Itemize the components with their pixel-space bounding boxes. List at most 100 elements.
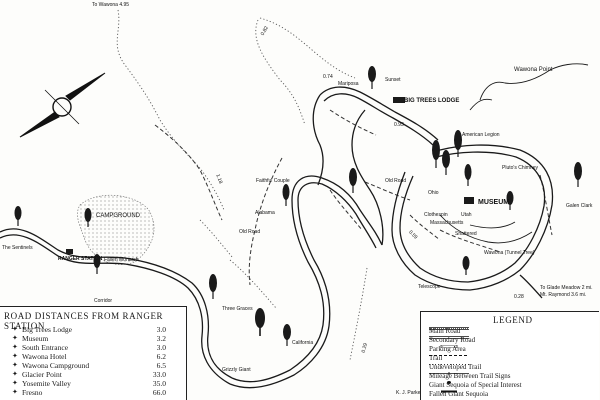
label-massachusetts: Massachusetts — [430, 220, 464, 226]
distance-value: 6.2 — [156, 352, 166, 361]
label-museum: MUSEUM — [478, 199, 510, 206]
ranger-station-icon — [66, 249, 73, 254]
trail-distance-0-74: 0.74 — [323, 74, 333, 80]
distance-label: Glacier Point — [22, 370, 62, 379]
label-ohio: Ohio — [428, 190, 439, 196]
secondary-road-symbol-icon — [429, 336, 469, 339]
lodge-building-icon — [393, 97, 405, 103]
trail-distance-0-93: 0.93 — [394, 122, 404, 128]
legend-title: LEGEND — [493, 315, 533, 325]
legend-row: Trail — [429, 354, 599, 362]
sequoia-icon — [93, 254, 101, 274]
distance-label: South Entrance — [22, 343, 69, 352]
sequoia-icon — [464, 164, 472, 186]
label-galen-clark: Galen Clark — [566, 203, 593, 209]
legend-row: Secondary Road — [429, 336, 599, 344]
legend-label: Fallen Giant Sequoia — [429, 390, 489, 398]
label-old-road-1: Old Road — [239, 229, 261, 235]
legend-row: Parking Area — [429, 345, 599, 353]
sequoia-icon — [454, 130, 462, 157]
label-telescope: Telescope — [418, 284, 441, 290]
distance-row: ✦ Museum 3.2 — [12, 334, 180, 343]
label-old-road-2: Old Road — [385, 178, 407, 184]
distance-label: Yosemite Valley — [22, 379, 71, 388]
label-utah: Utah — [461, 212, 472, 218]
distance-marker-icon: ✦ — [12, 388, 18, 396]
legend-row: Main Road — [429, 327, 599, 335]
sequoia-symbol-icon — [447, 381, 451, 384]
legend-row: Giant Sequoia of Special Interest — [429, 381, 599, 389]
compass-rose-icon — [19, 72, 106, 138]
label-plutos-chimney: Pluto's Chimney — [502, 165, 538, 171]
distance-value: 3.2 — [156, 334, 166, 343]
sequoia-icons — [14, 66, 582, 346]
sequoia-icon — [574, 162, 582, 187]
distance-value: 6.5 — [156, 361, 166, 370]
label-artist-signature: K. J. Parker — [396, 390, 423, 396]
distance-value: 35.0 — [152, 379, 166, 388]
distance-row: ✦ Glacier Point 33.0 — [12, 370, 180, 379]
distance-label: Big Trees Lodge — [22, 325, 73, 334]
legend-label: Giant Sequoia of Special Interest — [429, 381, 522, 389]
distance-label: Wawona Hotel — [22, 352, 67, 361]
label-american-legion: American Legion — [462, 132, 500, 138]
label-three-graces: Three Graces — [222, 306, 253, 312]
sequoia-icon — [506, 191, 514, 210]
distance-marker-icon: ✦ — [12, 325, 18, 333]
label-mariposa: Mariposa — [338, 81, 359, 87]
legend-panel: LEGEND Main Road Secondary Road Parking … — [420, 311, 599, 400]
distance-marker-icon: ✦ — [12, 379, 18, 387]
main-roads — [0, 86, 554, 389]
label-grizzly-giant: Grizzly Giant — [222, 367, 251, 373]
trail-distance-0-28: 0.28 — [514, 294, 524, 300]
label-california: California — [292, 340, 314, 346]
undeveloped-trails — [116, 9, 368, 361]
label-fallen-monarch: Fallen Monarch — [104, 257, 139, 263]
distance-value: 66.0 — [152, 388, 166, 397]
trails — [154, 109, 553, 286]
distance-label: Fresno — [22, 388, 43, 397]
sequoia-icon — [255, 308, 265, 336]
legend-row: Fallen Giant Sequoia — [429, 390, 599, 398]
sequoia-icon — [368, 66, 376, 89]
label-shattered: Shattered — [455, 231, 477, 237]
legend-label: Main Road — [429, 327, 461, 335]
label-clothespin: Clothespin — [424, 212, 448, 218]
sequoia-icon — [462, 256, 470, 275]
label-to-wawona: To Wawona 4.95 — [92, 2, 130, 8]
campground-area — [77, 194, 155, 265]
legend-row: Mileage Between Trail Signs — [429, 372, 599, 380]
label-wawona-tunnel-tree: Wawona (Tunnel Tree) — [484, 250, 535, 256]
legend-label: Parking Area — [429, 345, 466, 353]
sequoia-icon — [432, 140, 440, 168]
legend-label: Secondary Road — [429, 336, 476, 344]
parking-symbol-icon — [440, 345, 458, 348]
undeveloped-trail-symbol-icon — [429, 364, 469, 365]
distance-row: ✦ South Entrance 3.0 — [12, 343, 180, 352]
main-road-symbol-icon — [429, 327, 469, 330]
label-alabama: Alabama — [255, 210, 275, 216]
label-campground: CAMPGROUND — [96, 213, 141, 219]
label-to-glade-meadow: To Glade Meadow 2 mi. — [540, 285, 593, 291]
sequoia-icon — [283, 324, 291, 346]
distance-row: ✦ Wawona Campground 6.5 — [12, 361, 180, 370]
sequoia-icon — [349, 168, 357, 193]
label-sunset: Sunset — [385, 77, 401, 83]
sequoia-icon — [209, 274, 217, 299]
distance-value: 3.0 — [156, 325, 166, 334]
legend-label: Trail — [429, 354, 443, 362]
distance-value: 33.0 — [152, 370, 166, 379]
label-faithful-couple: Faithful Couple — [256, 178, 290, 184]
fallen-sequoia-symbol-icon — [441, 390, 457, 393]
legend-label: Undeveloped Trail — [429, 363, 482, 371]
distance-marker-icon: ✦ — [12, 361, 18, 369]
distance-marker-icon: ✦ — [12, 352, 18, 360]
distance-row: ✦ Wawona Hotel 6.2 — [12, 352, 180, 361]
distance-row: ✦ Big Trees Lodge 3.0 — [12, 325, 180, 334]
legend-row: Undeveloped Trail — [429, 363, 599, 371]
distance-marker-icon: ✦ — [12, 334, 18, 342]
sequoia-icon — [14, 206, 22, 226]
distance-value: 3.0 — [156, 343, 166, 352]
